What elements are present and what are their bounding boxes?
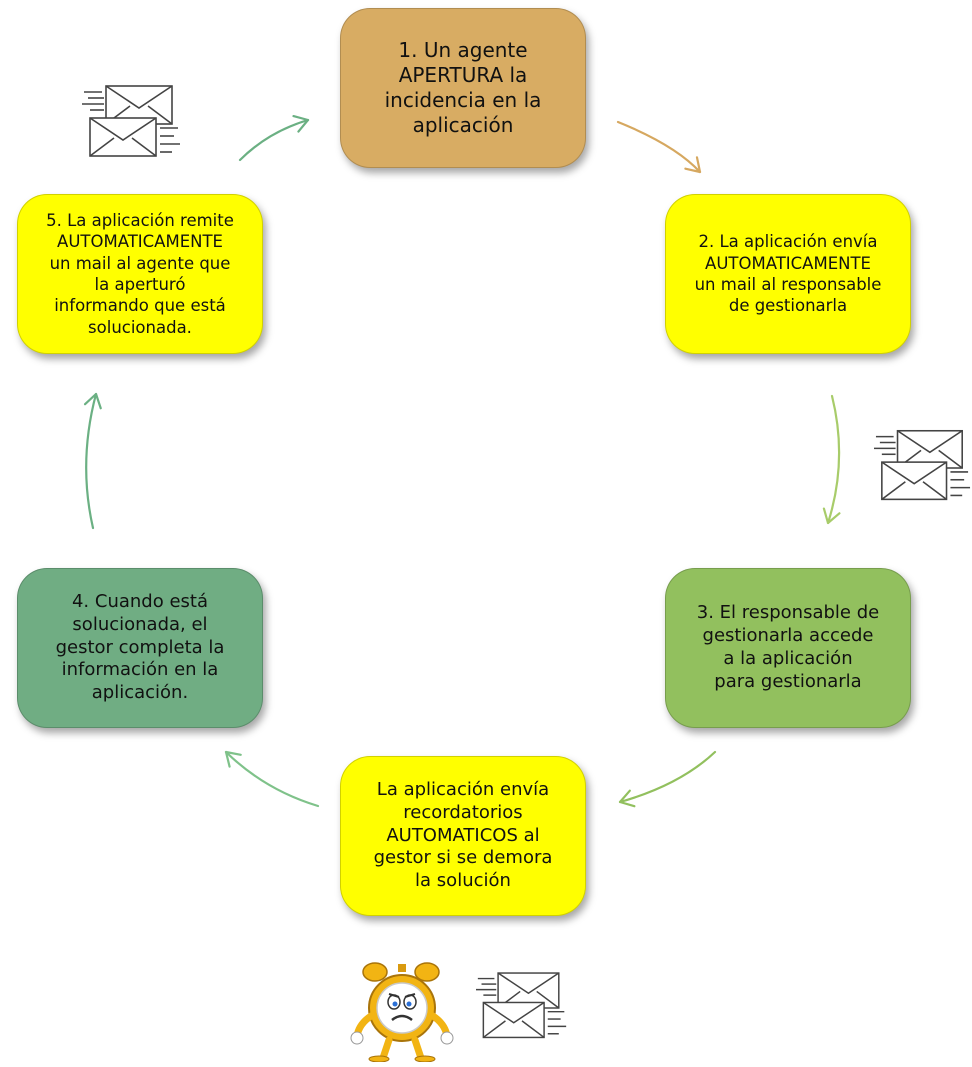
arrow-reminder-to-4: [224, 750, 320, 808]
step-1-node: 1. Un agente APERTURA la incidencia en l…: [340, 8, 586, 168]
step-4-node: 4. Cuando está solucionada, el gestor co…: [17, 568, 263, 728]
step-4-label: 4. Cuando está solucionada, el gestor co…: [55, 590, 225, 704]
step-1-label: 1. Un agente APERTURA la incidencia en l…: [384, 38, 542, 137]
arrow-5-to-1: [238, 118, 310, 162]
step-3-node: 3. El responsable de gestionarla accede …: [665, 568, 911, 728]
step-5-node: 5. La aplicación remite AUTOMATICAMENTE …: [17, 194, 263, 354]
arrow-3-to-reminder: [618, 750, 717, 804]
arrow-2-to-3: [826, 394, 841, 525]
step-2-node: 2. La aplicación envía AUTOMATICAMENTE u…: [665, 194, 911, 354]
arrow-5-to-1-head: [292, 114, 310, 133]
envelope-icon: [874, 429, 971, 501]
arrow-1-to-2: [616, 120, 702, 174]
envelope-icon: [476, 972, 567, 1039]
step-5-label: 5. La aplicación remite AUTOMATICAMENTE …: [46, 210, 234, 337]
step-3-label: 3. El responsable de gestionarla accede …: [696, 602, 880, 692]
arrow-3-to-reminder-head: [618, 789, 636, 808]
arrow-4-to-5-head: [83, 392, 102, 410]
envelope-icon: [82, 85, 180, 157]
alarm-clock-icon: [350, 962, 454, 1062]
arrow-2-to-3-head: [822, 507, 841, 525]
arrow-reminder-to-4-head: [224, 750, 242, 768]
step-2-label: 2. La aplicación envía AUTOMATICAMENTE u…: [694, 232, 882, 316]
arrow-1-to-2-head: [684, 156, 702, 174]
arrow-4-to-5: [85, 392, 98, 530]
reminder-label: La aplicación envía recordatorios AUTOMA…: [373, 778, 553, 892]
reminder-node: La aplicación envía recordatorios AUTOMA…: [340, 756, 586, 916]
